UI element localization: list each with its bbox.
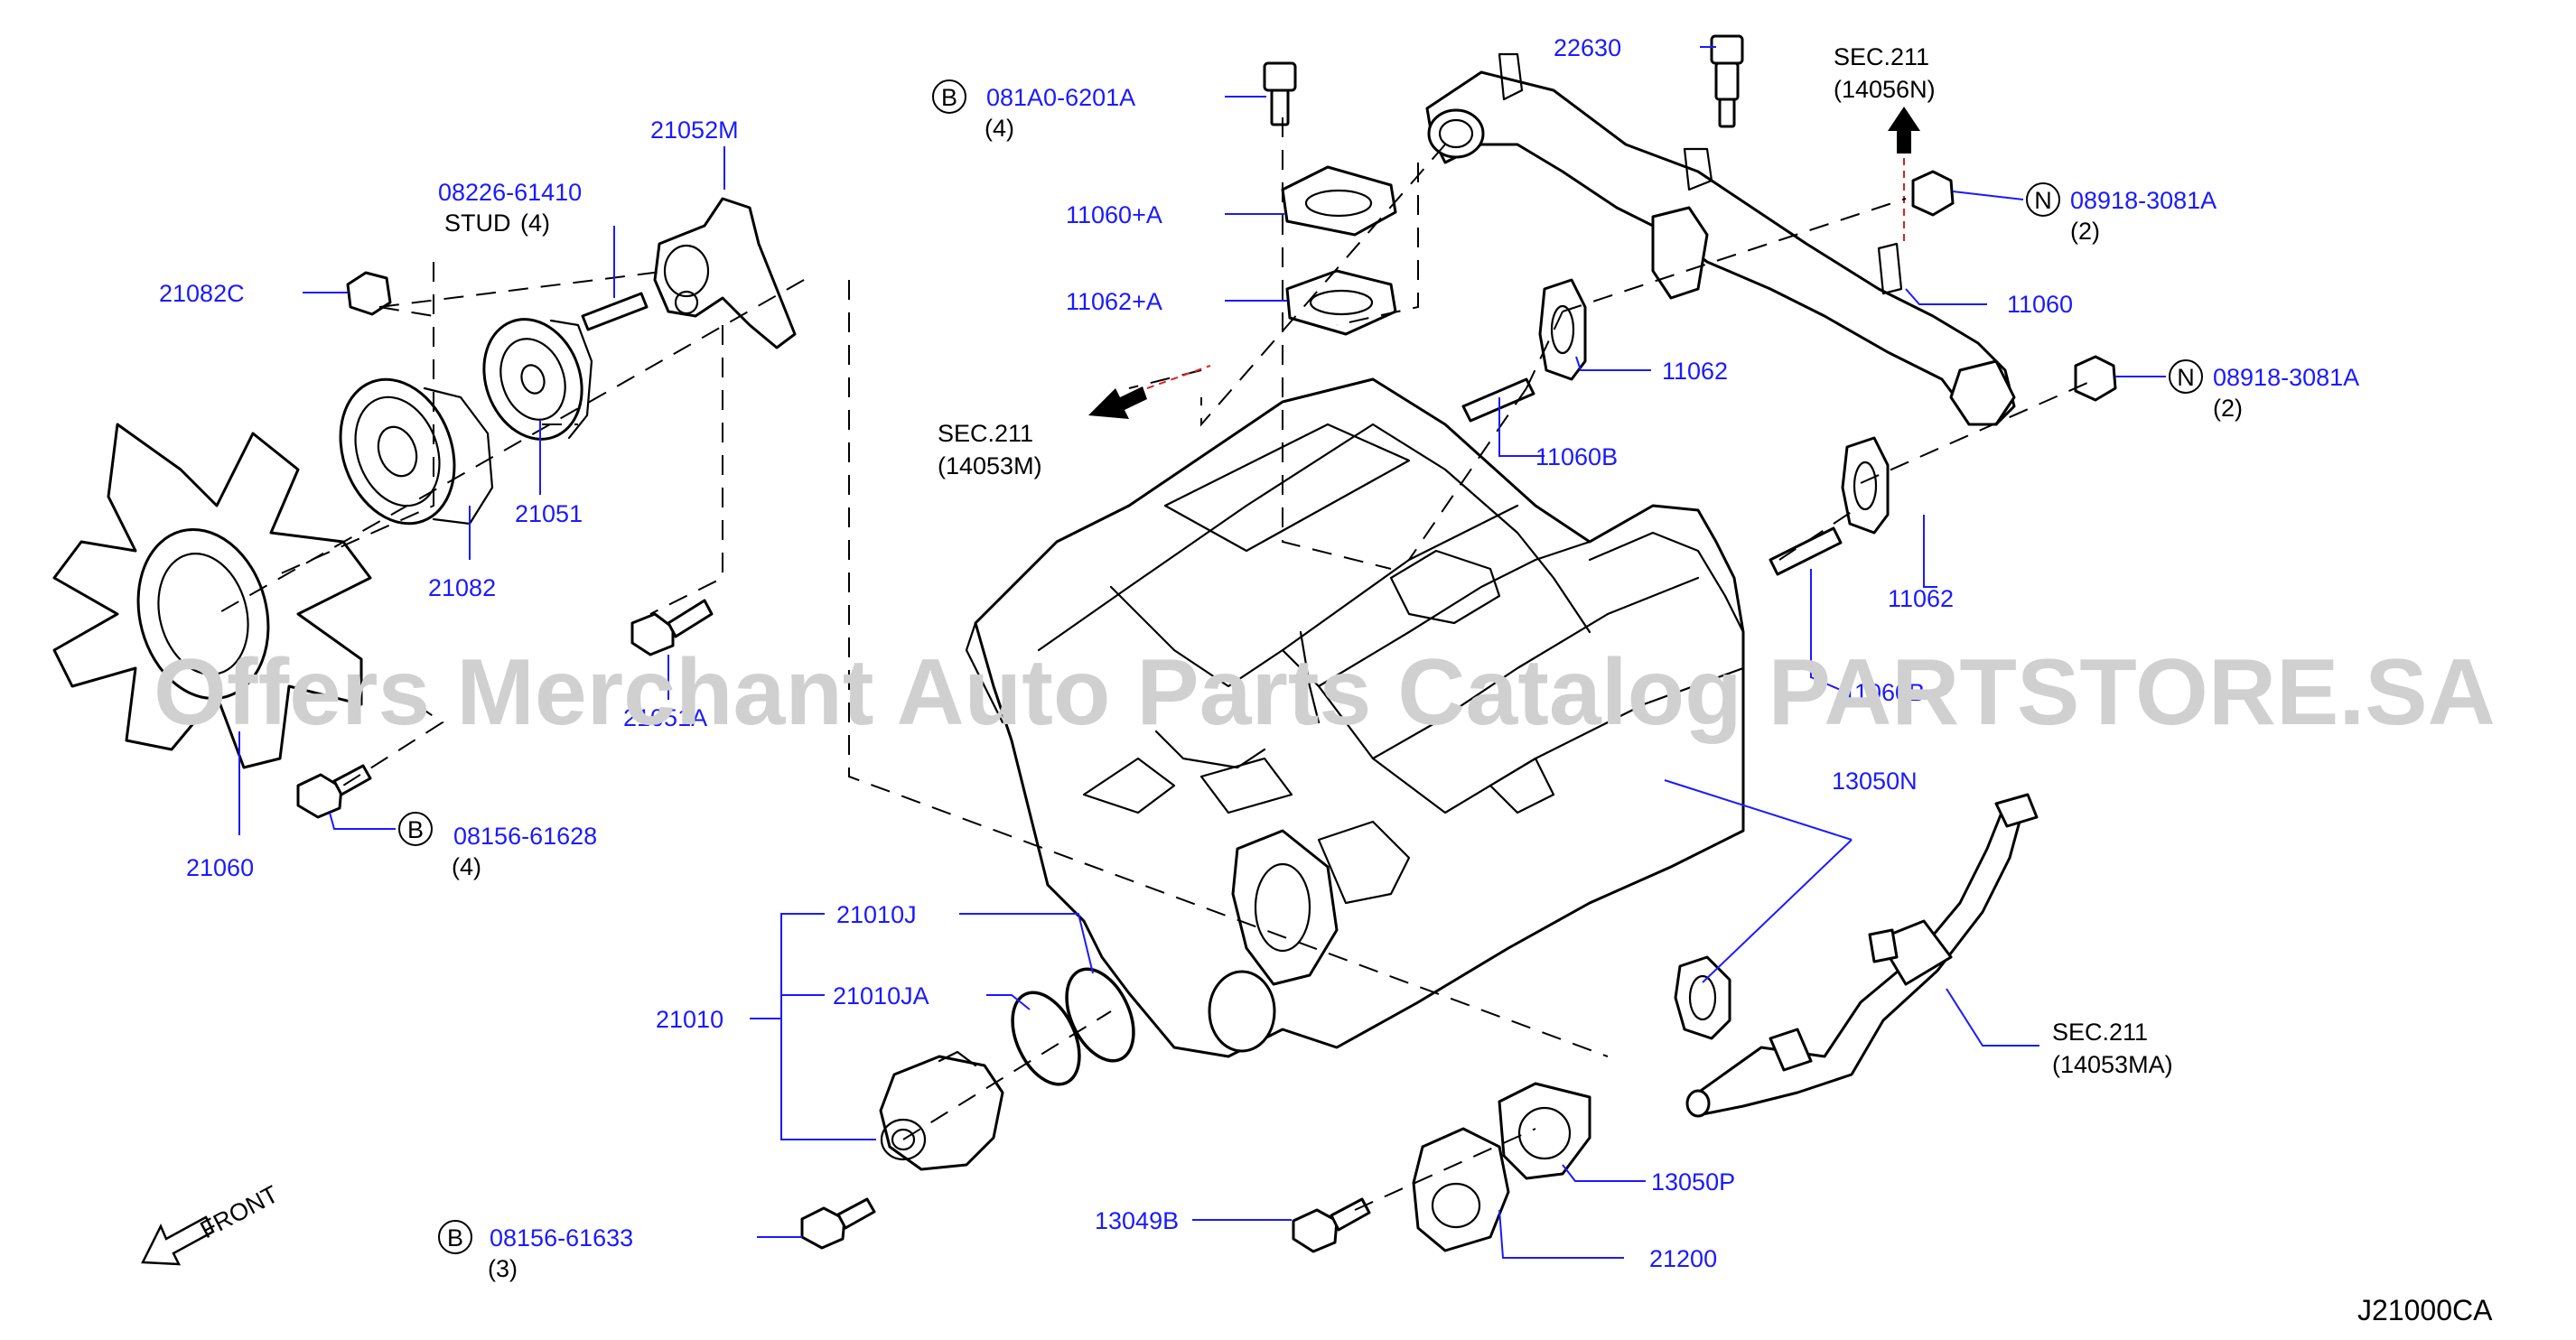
sec211-14056n-label: SEC.211	[1834, 43, 1929, 70]
stud-qty: (4)	[520, 209, 550, 237]
callout-21051a[interactable]: 21051A	[623, 704, 707, 731]
callout-08226-61410[interactable]: 08226-61410	[438, 179, 582, 206]
thermostat-housing-21200	[1412, 1127, 1510, 1252]
callout-22630[interactable]: 22630	[1554, 34, 1621, 61]
coolant-pipe-11060	[1425, 52, 2016, 426]
stud-11060b-lower	[1769, 526, 1843, 576]
sec211-14056n-arrow	[1888, 107, 1920, 244]
svg-text:B: B	[447, 1224, 463, 1252]
pulley-21051	[482, 318, 593, 441]
nut-21082c	[346, 271, 392, 316]
qty-08156-61628: (4)	[452, 853, 481, 880]
sec211-14053m-arrow	[1088, 365, 1211, 419]
callout-081a0-6201a[interactable]: 081A0-6201A	[986, 84, 1135, 111]
svg-text:N: N	[2034, 187, 2052, 214]
badge-n-08918-lower: N	[2169, 359, 2203, 394]
callout-11060a[interactable]: 11060+A	[1066, 201, 1162, 228]
callout-21010j[interactable]: 21010J	[836, 901, 917, 928]
fan-clutch-21082	[339, 377, 494, 526]
callout-21010[interactable]: 21010	[656, 1006, 723, 1033]
stud-label: STUD	[444, 209, 511, 237]
callout-11060b-lower[interactable]: 11060B	[1843, 679, 1925, 706]
bolt-08156-61628	[296, 764, 372, 819]
callout-21060[interactable]: 21060	[186, 854, 254, 881]
fan-21060	[52, 423, 372, 769]
callout-08156-61628[interactable]: 08156-61628	[453, 823, 597, 850]
gasket-13050p	[1498, 1082, 1591, 1180]
callout-21010ja[interactable]: 21010JA	[833, 982, 929, 1010]
sec211-14053ma-code: (14053MA)	[2052, 1051, 2173, 1078]
callout-08918-3081a-lower[interactable]: 08918-3081A	[2213, 364, 2359, 391]
alignment-lines	[216, 117, 2096, 1211]
callout-13049b[interactable]: 13049B	[1095, 1207, 1179, 1234]
sec211-14056n-code: (14056N)	[1834, 76, 1936, 103]
callout-11060b-upper[interactable]: 11060B	[1535, 443, 1618, 470]
watermark: Offers Merchant Auto Parts Catalog PARTS…	[154, 640, 2496, 745]
o-ring-21010j	[1065, 967, 1135, 1063]
gasket-11062-lower	[1841, 436, 1890, 535]
gasket-11062-upper	[1538, 278, 1587, 381]
leader-lines	[238, 46, 2166, 1259]
sec211-14053m-label: SEC.211	[938, 420, 1033, 447]
gasket-11062a	[1285, 269, 1397, 336]
callout-21051[interactable]: 21051	[515, 500, 583, 527]
water-pump-21010	[879, 1050, 1004, 1171]
badge-b-081a0: B	[932, 79, 966, 114]
bolt-081a0	[1263, 61, 1297, 126]
callout-21200[interactable]: 21200	[1649, 1245, 1717, 1272]
front-label: FRONT	[196, 1180, 283, 1243]
callout-21052m[interactable]: 21052M	[650, 116, 739, 144]
svg-text:B: B	[941, 84, 957, 111]
qty-08156-61633: (3)	[488, 1255, 518, 1282]
callout-13050p[interactable]: 13050P	[1651, 1168, 1735, 1196]
temperature-sensor-22630	[1710, 34, 1744, 128]
gasket-13050n	[1674, 955, 1731, 1040]
callout-11062-upper[interactable]: 11062	[1662, 358, 1728, 385]
water-pipe-14053ma	[1685, 793, 2039, 1118]
badge-b-08156-61628: B	[398, 812, 433, 846]
front-arrow	[141, 1215, 215, 1266]
callout-08918-3081a-upper[interactable]: 08918-3081A	[2070, 187, 2217, 214]
qty-08918-upper: (2)	[2070, 218, 2100, 245]
qty-081a0: (4)	[985, 115, 1014, 142]
stud-08226	[581, 292, 649, 331]
bracket-21052m	[653, 197, 797, 349]
gasket-11060a	[1281, 165, 1397, 237]
callout-21082[interactable]: 21082	[428, 574, 496, 601]
callout-11062-lower[interactable]: 11062	[1888, 585, 1954, 612]
svg-text:N: N	[2177, 364, 2195, 391]
bolt-08156-61633	[800, 1197, 876, 1250]
sec211-14053m-code: (14053M)	[938, 452, 1042, 479]
engine-block	[965, 377, 1745, 1058]
bolt-21051a	[630, 599, 714, 656]
badge-b-08156-61633: B	[438, 1220, 472, 1254]
callout-11062a[interactable]: 11062+A	[1066, 288, 1162, 315]
callout-11060[interactable]: 11060	[2007, 291, 2073, 318]
qty-08918-lower: (2)	[2213, 395, 2243, 422]
sec211-14053ma-label: SEC.211	[2052, 1019, 2148, 1046]
svg-text:B: B	[407, 816, 424, 843]
badge-n-08918-upper: N	[2026, 182, 2060, 217]
callout-08156-61633[interactable]: 08156-61633	[490, 1224, 633, 1252]
nut-08918-upper	[1911, 170, 1955, 217]
diagram-code: J21000CA	[2357, 1294, 2493, 1326]
bolt-13049b	[1292, 1197, 1371, 1253]
callout-21082c[interactable]: 21082C	[159, 280, 245, 307]
nut-08918-lower	[2074, 355, 2117, 402]
callout-13050n[interactable]: 13050N	[1832, 768, 1918, 795]
